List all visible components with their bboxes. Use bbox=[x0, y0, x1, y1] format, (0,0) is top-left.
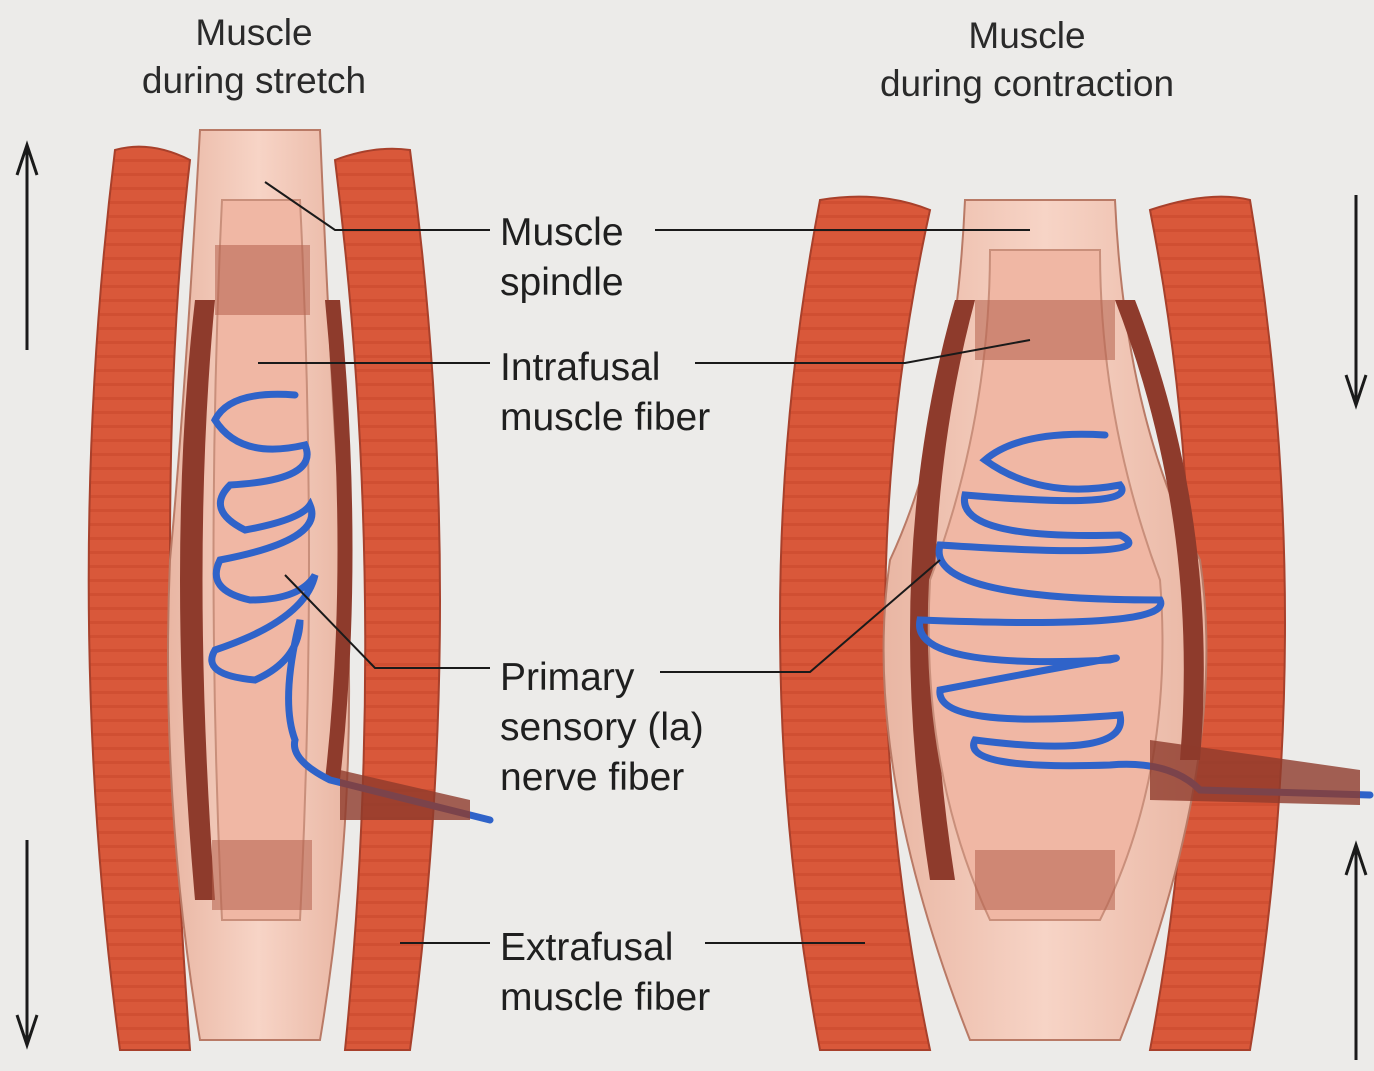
label-intrafusal-1: Intrafusal bbox=[500, 346, 660, 389]
label-extrafusal-2: muscle fiber bbox=[500, 976, 710, 1019]
stretch-down-arrow bbox=[17, 840, 37, 1045]
contraction-bottom-striations bbox=[975, 850, 1115, 910]
stretch-title-line1: Muscle bbox=[195, 12, 312, 53]
contraction-up-arrow bbox=[1346, 845, 1366, 1060]
stretch-top-striations bbox=[215, 245, 310, 315]
contraction-title-line2: during contraction bbox=[880, 63, 1174, 104]
contraction-top-striations bbox=[975, 300, 1115, 360]
contraction-down-arrow bbox=[1346, 195, 1366, 405]
label-primary-sensory-1: Primary bbox=[500, 656, 635, 699]
label-muscle-spindle-2: spindle bbox=[500, 261, 624, 304]
contraction-title-line1: Muscle bbox=[968, 15, 1085, 56]
stretch-title-line2: during stretch bbox=[142, 60, 366, 101]
stretch-panel bbox=[17, 130, 490, 1050]
label-primary-sensory-2: sensory (la) bbox=[500, 706, 704, 749]
label-extrafusal-1: Extrafusal bbox=[500, 926, 673, 969]
label-muscle-spindle-1: Muscle bbox=[500, 211, 624, 254]
stretch-up-arrow bbox=[17, 145, 37, 350]
stretch-bottom-striations bbox=[212, 840, 312, 910]
label-intrafusal-2: muscle fiber bbox=[500, 396, 710, 439]
label-primary-sensory-3: nerve fiber bbox=[500, 756, 684, 799]
contraction-panel bbox=[780, 195, 1370, 1060]
